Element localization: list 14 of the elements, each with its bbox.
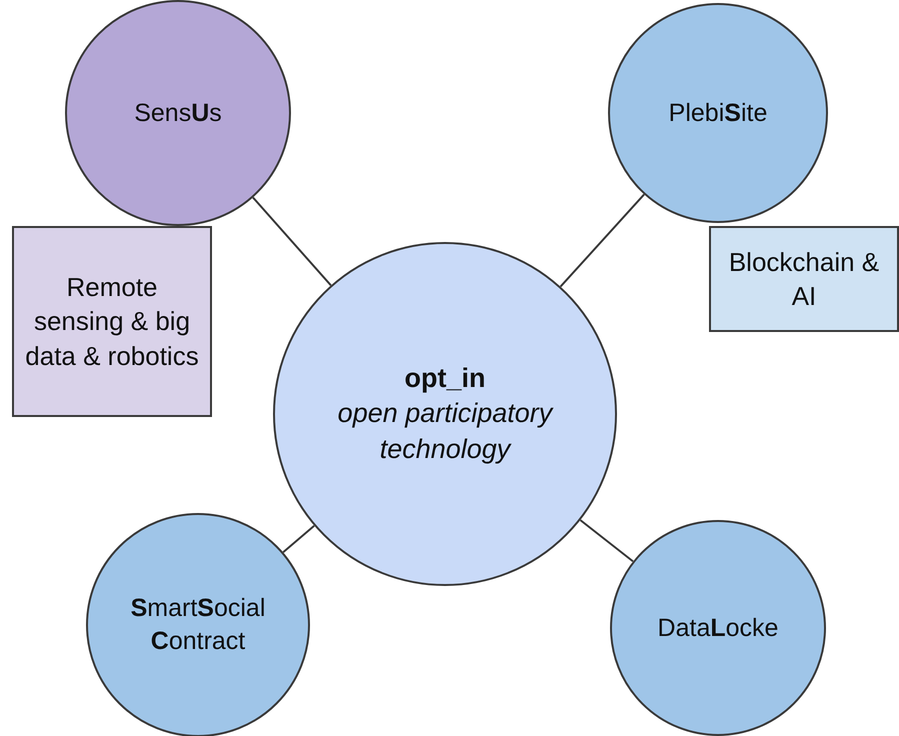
- node-title: Remote sensing & big data & robotics: [24, 271, 200, 373]
- node-title: SensUs: [134, 98, 222, 128]
- connector-line: [560, 194, 645, 288]
- node-title: Blockchain & AI: [728, 246, 880, 313]
- description-box: [709, 226, 899, 332]
- node-title: DataLocke: [658, 612, 778, 644]
- node-title: SmartSocial Contract: [130, 593, 266, 657]
- node-title: opt_in: [404, 362, 486, 395]
- node-subtitle: open participatory technology: [336, 397, 554, 466]
- connector-line: [252, 196, 332, 286]
- connector-line: [282, 524, 315, 554]
- connector-line: [580, 519, 634, 562]
- node-title: PlebiSite: [668, 98, 768, 128]
- description-box: [12, 226, 212, 417]
